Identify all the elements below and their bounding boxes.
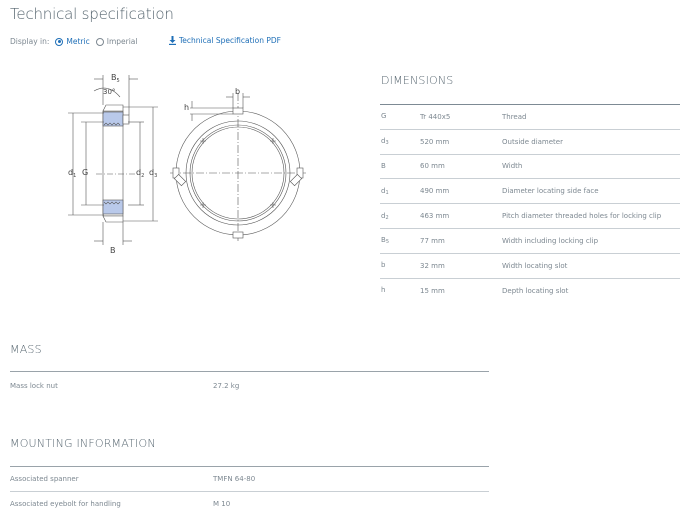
table-row: G Tr 440x5 Thread xyxy=(380,105,680,130)
mounting-heading: MOUNTING INFORMATION xyxy=(10,437,156,450)
pdf-link-label: Technical Specification PDF xyxy=(179,36,281,45)
label-b5: B5 xyxy=(111,73,120,84)
dim-symbol: d2 xyxy=(381,211,389,221)
svg-text:b: b xyxy=(235,87,240,96)
mass-label: Mass lock nut xyxy=(10,382,58,390)
radio-selected-icon xyxy=(55,37,64,46)
dim-description: Thread xyxy=(502,112,527,121)
unit-selector: Display in: Metric Imperial xyxy=(10,37,143,46)
table-row: b 32 mm Width locating slot xyxy=(380,254,680,279)
radio-metric[interactable]: Metric xyxy=(55,37,90,46)
radio-imperial[interactable]: Imperial xyxy=(95,37,138,46)
table-row: Associated eyebolt for handling M 10 xyxy=(10,492,489,517)
svg-text:d3: d3 xyxy=(149,168,157,179)
mounting-label: Associated spanner xyxy=(10,474,79,483)
dim-value: 463 mm xyxy=(420,212,450,221)
svg-text:d2: d2 xyxy=(136,168,144,179)
dim-description: Width including locking clip xyxy=(502,236,599,245)
table-row: d2 463 mm Pitch diameter threaded holes … xyxy=(380,204,680,229)
display-in-label: Display in: xyxy=(10,37,50,46)
table-row: d1 490 mm Diameter locating side face xyxy=(380,179,680,205)
dim-value: 60 mm xyxy=(420,162,445,171)
dim-description: Depth locating slot xyxy=(502,286,569,295)
mass-heading: MASS xyxy=(10,343,42,356)
mounting-value: M 10 xyxy=(213,499,231,508)
table-row: h 15 mm Depth locating slot xyxy=(380,279,680,304)
dim-value: 32 mm xyxy=(420,261,445,270)
radio-unselected-icon xyxy=(95,37,104,46)
dim-symbol: G xyxy=(381,112,387,121)
download-icon xyxy=(169,36,176,45)
svg-text:d1: d1 xyxy=(68,168,76,179)
svg-text:h: h xyxy=(184,103,189,112)
table-row: B5 77 mm Width including locking clip xyxy=(380,229,680,254)
dim-symbol: h xyxy=(381,286,386,295)
dim-value: 15 mm xyxy=(420,286,445,295)
table-row: B 60 mm Width xyxy=(380,155,680,180)
technical-specification-pdf-link[interactable]: Technical Specification PDF xyxy=(169,36,281,45)
dim-description: Width xyxy=(502,162,523,171)
radio-imperial-label: Imperial xyxy=(106,37,138,46)
dim-value: 520 mm xyxy=(420,137,450,146)
page-title: Technical specification xyxy=(10,5,174,23)
mounting-label: Associated eyebolt for handling xyxy=(10,499,121,508)
table-row: d3 520 mm Outside diameter xyxy=(380,130,680,155)
dim-value: 490 mm xyxy=(420,187,450,196)
radio-metric-label: Metric xyxy=(66,37,90,46)
mounting-table: Associated spanner TMFN 64-80 Associated… xyxy=(10,466,489,516)
dim-description: Diameter locating side face xyxy=(502,187,599,196)
dim-description: Width locating slot xyxy=(502,261,568,270)
dim-value: Tr 440x5 xyxy=(420,112,451,121)
dim-symbol: B5 xyxy=(381,236,389,246)
dimensions-heading: DIMENSIONS xyxy=(381,74,454,87)
dim-symbol: d1 xyxy=(381,186,389,196)
dim-description: Outside diameter xyxy=(502,137,563,146)
mass-table: Mass lock nut 27.2 kg xyxy=(10,371,489,400)
dim-symbol: d3 xyxy=(381,137,389,147)
mounting-value: TMFN 64-80 xyxy=(213,474,256,483)
dim-description: Pitch diameter threaded holes for lockin… xyxy=(502,212,662,221)
table-row: Associated spanner TMFN 64-80 xyxy=(10,467,489,492)
lock-nut-technical-drawing: B5 30° d1 G d2 d3 B b h xyxy=(68,73,306,255)
dim-value: 77 mm xyxy=(420,236,445,245)
dim-symbol: B xyxy=(381,161,386,170)
mass-value: 27.2 kg xyxy=(213,382,240,390)
dim-symbol: b xyxy=(381,261,386,270)
svg-text:B: B xyxy=(110,246,116,255)
dimensions-table: G Tr 440x5 Thread d3 520 mm Outside diam… xyxy=(380,104,680,303)
table-row: Mass lock nut 27.2 kg xyxy=(10,372,489,400)
svg-text:G: G xyxy=(82,168,88,177)
svg-text:30°: 30° xyxy=(103,88,115,96)
